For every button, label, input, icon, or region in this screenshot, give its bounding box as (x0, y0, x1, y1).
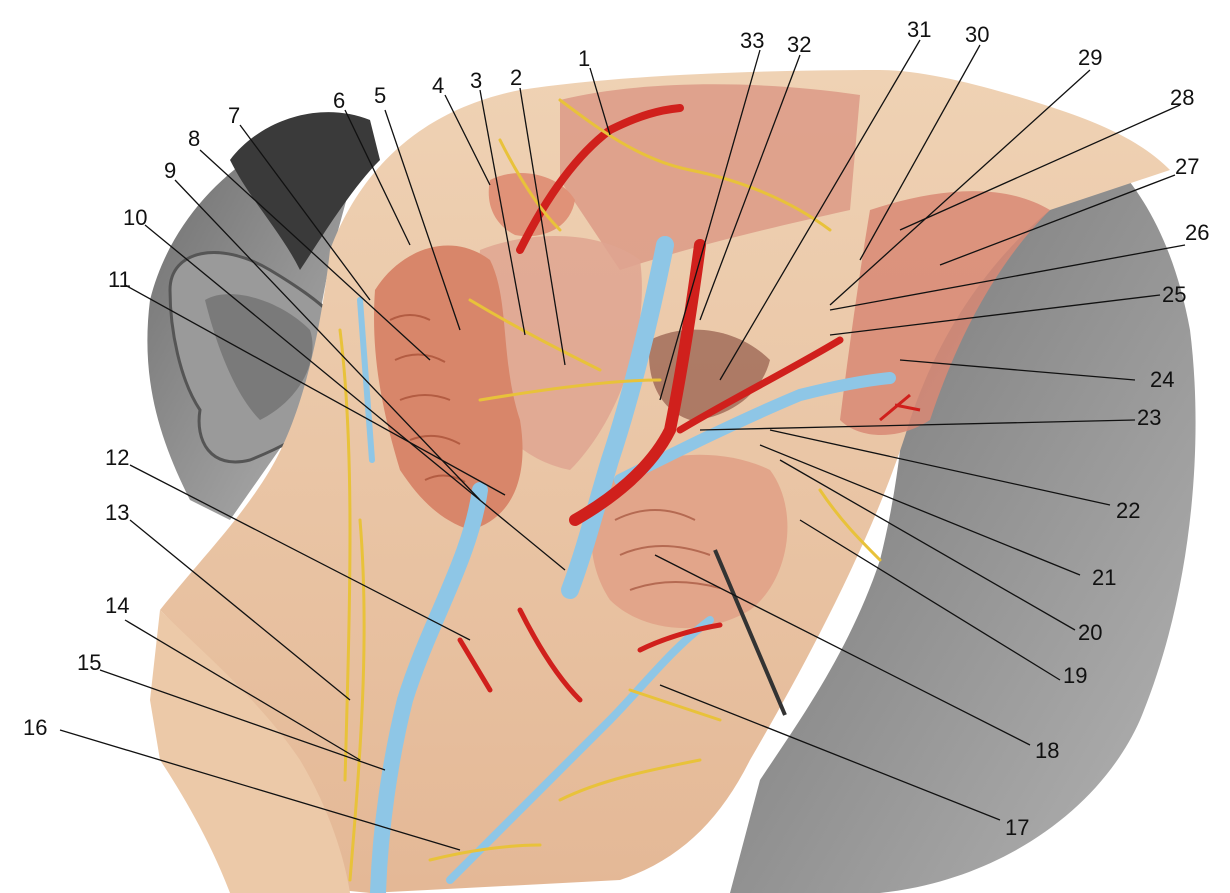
external-jugular-vein (370, 482, 488, 893)
subclavian-artery (676, 336, 844, 434)
label-24: 24 (1150, 367, 1174, 392)
label-31: 31 (907, 17, 931, 42)
label-3: 3 (470, 68, 482, 93)
label-16: 16 (23, 715, 47, 740)
label-15: 15 (77, 650, 101, 675)
label-9: 9 (164, 158, 176, 183)
neck-skin (150, 610, 350, 893)
probe (713, 549, 787, 716)
label-7: 7 (228, 103, 240, 128)
lymph-gland-mass (591, 454, 788, 629)
label-12: 12 (105, 445, 129, 470)
label-13: 13 (105, 500, 129, 525)
label-25: 25 (1162, 282, 1186, 307)
label-17: 17 (1005, 815, 1029, 840)
artery-lower (457, 607, 723, 703)
hair (230, 112, 380, 270)
label-22: 22 (1116, 498, 1140, 523)
label-10: 10 (123, 205, 147, 230)
carotid-artery (569, 239, 706, 526)
label-32: 32 (787, 32, 811, 57)
leader-lines (59, 39, 1186, 851)
ear-inner (205, 294, 313, 420)
parotid-gland (374, 245, 523, 531)
label-30: 30 (965, 22, 989, 47)
label-19: 19 (1063, 663, 1087, 688)
label-11: 11 (108, 267, 131, 292)
subclavian-vein (614, 372, 896, 486)
figure-labels: 1 2 3 4 5 6 7 8 9 10 11 12 13 14 15 16 1… (23, 17, 1209, 840)
label-33: 33 (740, 28, 764, 53)
upper-artery (516, 104, 684, 254)
vein-lower-branch (446, 616, 714, 884)
label-23: 23 (1137, 405, 1161, 430)
internal-jugular-vein (561, 236, 674, 599)
label-18: 18 (1035, 738, 1059, 763)
label-8: 8 (188, 126, 200, 151)
parotid-lobules (389, 314, 466, 483)
artery-right-small (879, 393, 921, 422)
muscle-upper (560, 84, 860, 271)
label-4: 4 (432, 73, 444, 98)
skin-right (730, 103, 1196, 893)
label-26: 26 (1185, 220, 1209, 245)
label-29: 29 (1078, 45, 1102, 70)
label-5: 5 (374, 83, 386, 108)
label-20: 20 (1078, 620, 1102, 645)
label-21: 21 (1092, 565, 1116, 590)
label-1: 1 (578, 46, 590, 71)
lymph-gland-lines (614, 509, 721, 591)
label-28: 28 (1170, 85, 1194, 110)
label-2: 2 (510, 65, 522, 90)
label-14: 14 (105, 593, 129, 618)
label-6: 6 (333, 88, 345, 113)
label-27: 27 (1175, 154, 1199, 179)
nerves (338, 98, 882, 882)
